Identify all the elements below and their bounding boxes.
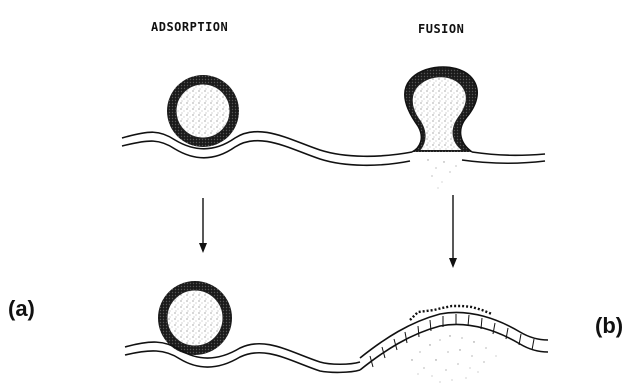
top-left-vesicle — [167, 75, 239, 147]
fused-membrane-patch — [360, 306, 548, 383]
top-right-membrane — [462, 152, 545, 163]
adsorption-title: ADSORPTION — [151, 20, 228, 34]
down-arrow-right — [449, 195, 457, 268]
top-right-bud — [405, 67, 478, 189]
down-arrow-left — [199, 198, 207, 253]
bottom-membrane — [125, 342, 360, 372]
panel-label-a: (a) — [8, 296, 35, 322]
fusion-title: FUSION — [418, 22, 464, 36]
panel-label-b: (b) — [595, 313, 623, 339]
top-left-membrane — [122, 132, 412, 166]
